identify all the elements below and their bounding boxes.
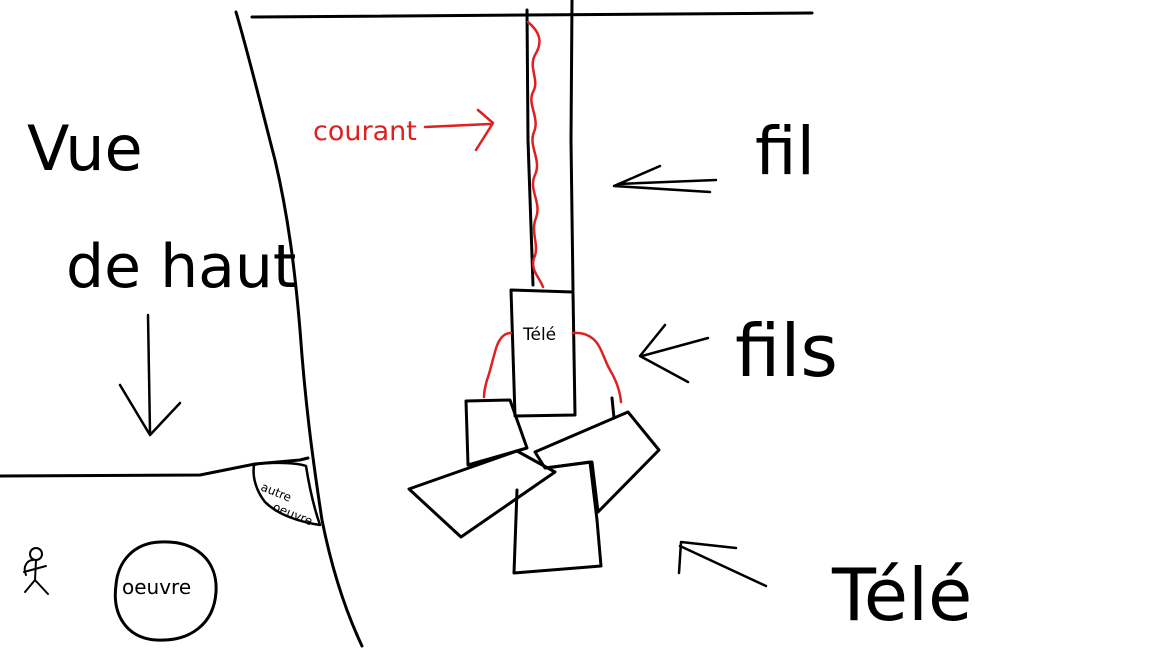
tele-box [509,288,577,418]
tv-screen-left [407,449,557,539]
curved-wall-line [234,10,364,648]
tv-screen-cluster [407,396,661,575]
tv-screen-top-left [464,398,529,467]
annotation-arrows [118,108,768,588]
tv-screen-right [533,410,661,514]
cable-channel-right [569,0,575,292]
courant-arrow [423,108,495,152]
de-haut-label: de haut [66,232,296,302]
right-tv-wire [571,331,623,404]
fil-label: fil [755,113,815,190]
top-wall-line [250,11,814,19]
tv-screen-right-edge [610,396,616,420]
tv-screen-bottom [512,460,603,575]
left-tv-wire [482,331,513,399]
vue-label: Vue [27,112,143,185]
fil-arrow [612,164,718,194]
tele-big-label: Télé [831,553,972,637]
fils-label: fils [735,309,838,393]
autre-oeuvre-label: oeuvre [271,500,315,529]
tele-small-label: Télé [522,325,556,345]
current-wire [526,20,545,289]
fils-arrow [638,323,710,384]
cable-channel [525,0,575,292]
stick-figure-icon [23,547,49,595]
courant-label: courant [313,116,417,147]
oeuvre-circle [113,540,218,642]
down-arrow [118,313,182,437]
cable-channel-left [525,8,535,287]
oeuvre-label: oeuvre [122,575,191,599]
autre-oeuvre-shape [252,461,322,527]
tele-arrow [677,540,768,588]
floor-divider-line [0,456,310,478]
